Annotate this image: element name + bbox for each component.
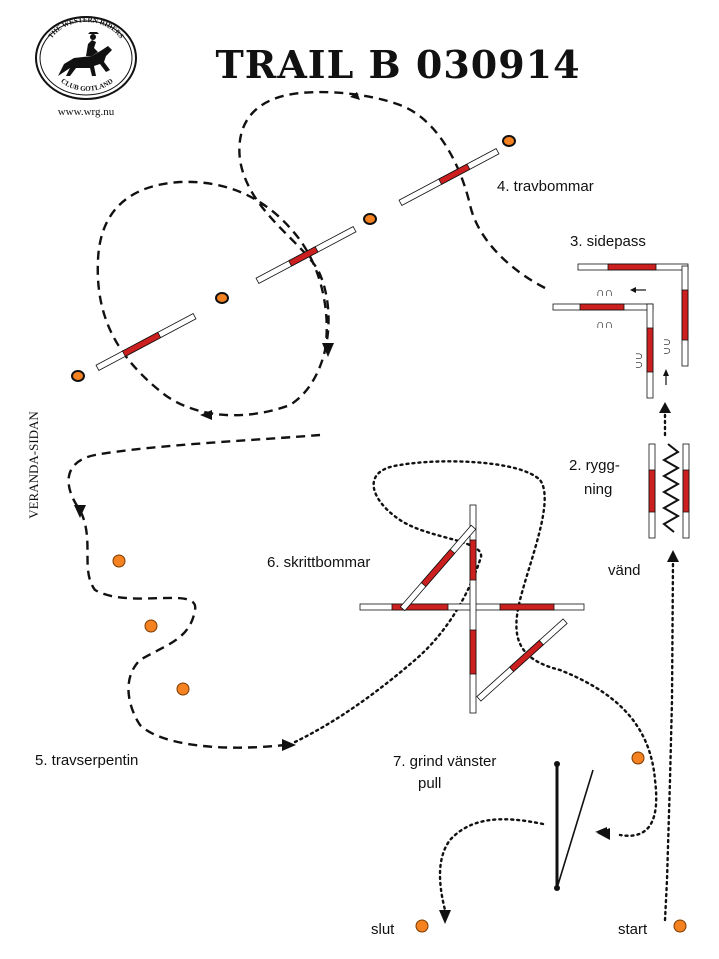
hoof-icon: ∩∩	[596, 285, 613, 299]
label-travbommar: 4. travbommar	[497, 178, 594, 195]
page-title: TRAIL B 030914	[215, 42, 580, 87]
arrow-icon	[597, 828, 610, 840]
label-grind-1: 7. grind vänster	[393, 753, 496, 770]
arrow-left-icon	[630, 287, 636, 293]
cone	[71, 370, 85, 382]
arrow-icon	[282, 739, 296, 751]
backup-obstacle	[648, 443, 690, 539]
arrow-icon	[659, 402, 671, 413]
arrow-icon	[200, 410, 212, 420]
arrow-icon	[667, 550, 679, 562]
zigzag-icon	[661, 443, 681, 533]
cone	[144, 619, 158, 633]
label-travserpentin: 5. travserpentin	[35, 752, 138, 769]
hoof-icon: ∩∩	[661, 338, 675, 355]
dashed-route	[67, 90, 546, 751]
hoof-icon: ∩∩	[633, 352, 647, 369]
label-grind-2: pull	[418, 775, 441, 792]
cone	[502, 135, 516, 147]
cone	[215, 292, 229, 304]
arrow-icon	[439, 910, 451, 924]
label-vand: vänd	[608, 562, 641, 579]
label-skrittbommar: 6. skrittbommar	[267, 554, 370, 571]
cone	[363, 213, 377, 225]
label-sidepass: 3. sidepass	[570, 233, 646, 250]
arrow-icon	[322, 343, 334, 357]
club-logo: THE WESTERN RIDERS CLUB GOTLAND www.wrg.…	[35, 16, 137, 118]
cone	[112, 554, 126, 568]
gate-obstacle	[554, 761, 594, 891]
arrow-icon	[74, 505, 86, 518]
dotted-route	[293, 402, 679, 924]
trot-poles	[71, 135, 516, 382]
cone	[415, 919, 429, 933]
label-ryggning-1: 2. rygg-	[569, 457, 620, 474]
hoof-icon: ∩∩	[596, 317, 613, 331]
arrow-up-icon	[663, 369, 669, 376]
sidepass-obstacle: ∩∩ ∩∩ ∩∩ ∩∩	[552, 263, 689, 399]
website-text: www.wrg.nu	[58, 106, 115, 118]
label-start: start	[618, 921, 648, 938]
cone	[176, 682, 190, 696]
label-ryggning-2: ning	[584, 481, 612, 498]
walk-poles-star	[359, 504, 585, 714]
horse-rider-icon	[58, 32, 112, 76]
label-slut: slut	[371, 921, 395, 938]
arrow-icon	[350, 92, 360, 100]
veranda-side-label: VERANDA-SIDAN	[26, 411, 41, 519]
cone	[631, 751, 645, 765]
cone	[673, 919, 687, 933]
